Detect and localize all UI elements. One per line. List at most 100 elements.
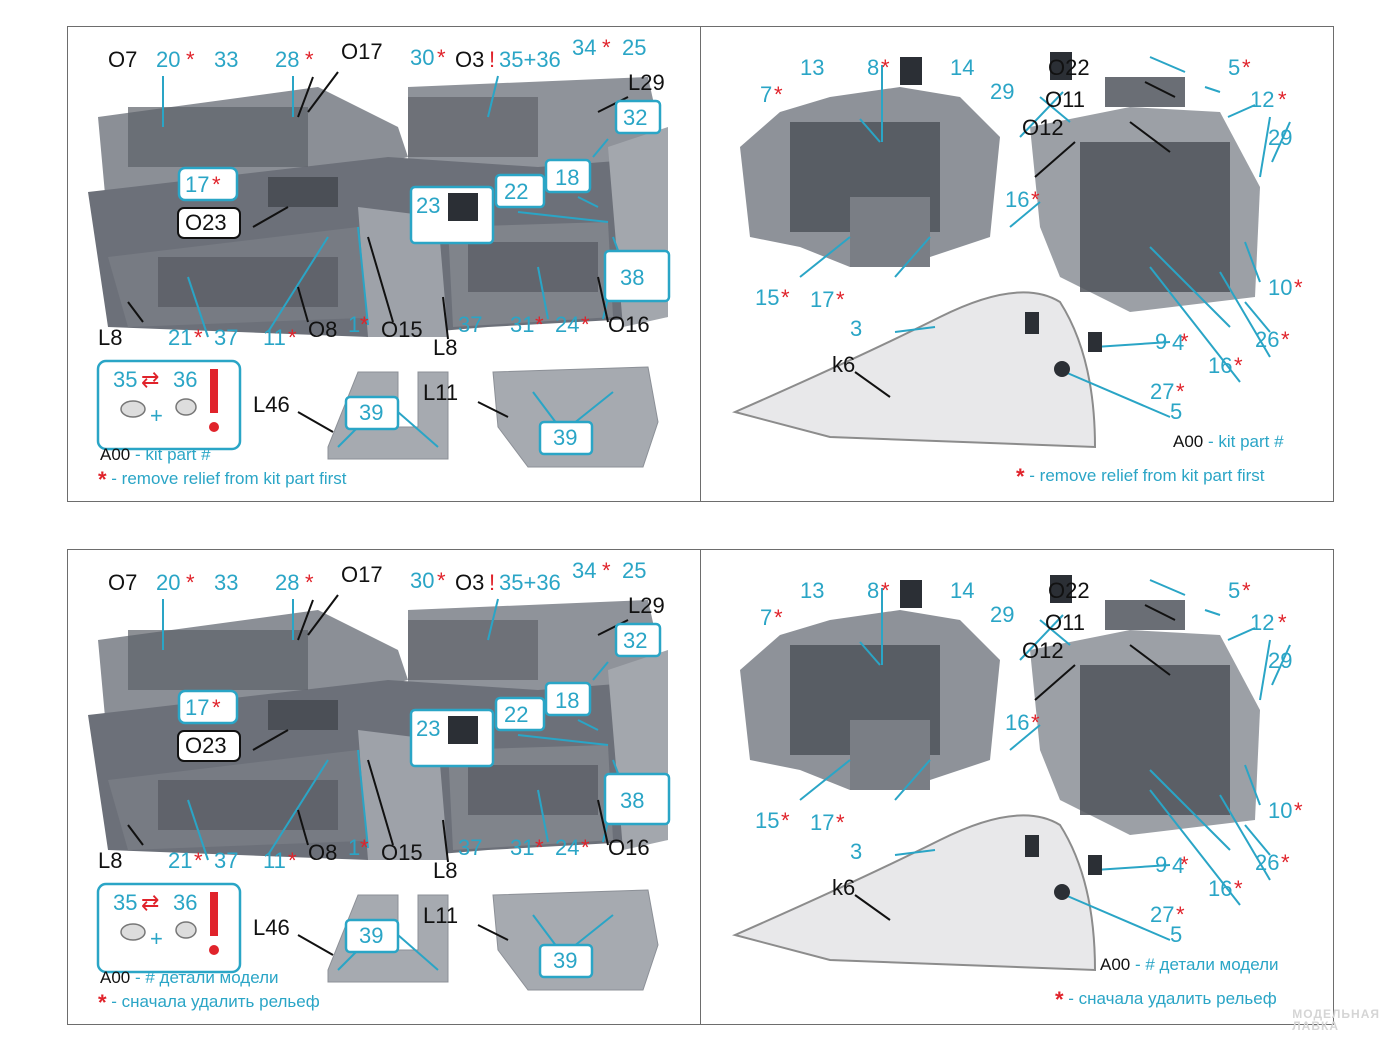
asterisk-mark: * xyxy=(437,568,446,593)
legend-kit-code: A00 xyxy=(1173,432,1204,451)
label-35: 35 xyxy=(113,890,137,915)
label-16: 16 xyxy=(1208,876,1232,901)
label-O15: O15 xyxy=(381,840,423,865)
label-38: 38 xyxy=(620,265,644,290)
asterisk-mark: * xyxy=(194,848,203,873)
indicator-14-thumbnail xyxy=(1050,575,1072,603)
label-12: 12 xyxy=(1250,87,1274,112)
label-25: 25 xyxy=(622,35,646,60)
label-20: 20 xyxy=(156,47,180,72)
legend-kit-part: A00 - kit part # xyxy=(1173,432,1284,452)
label-37: 37 xyxy=(458,312,482,337)
watermark-line: МОДЕЛЬНАЯ xyxy=(1292,1007,1380,1021)
legend-kit-part: A00 - # детали модели xyxy=(100,968,279,988)
label-O23: O23 xyxy=(185,733,227,758)
legend-relief: * - сначала удалить рельеф xyxy=(1055,987,1277,1013)
label-k6: k6 xyxy=(832,352,855,377)
label-O22: O22 xyxy=(1048,578,1090,603)
legend-kit-text: - # детали модели xyxy=(1130,955,1279,974)
label-13: 13 xyxy=(800,55,824,80)
label-9: 9 xyxy=(1155,852,1167,877)
label-4: 4 xyxy=(1172,853,1184,878)
label-O11: O11 xyxy=(1045,87,1085,112)
set1-artwork xyxy=(88,52,1291,468)
label-18: 18 xyxy=(555,165,579,190)
asterisk-mark: * xyxy=(1180,329,1189,354)
l11-part-image xyxy=(492,366,659,468)
label-17: 17 xyxy=(185,172,209,197)
asterisk-mark: * xyxy=(305,47,314,72)
label-31: 31 xyxy=(510,835,534,860)
part-3-thumbnail xyxy=(1025,835,1039,857)
asterisk-mark: * xyxy=(774,605,783,630)
label-39: 39 xyxy=(553,425,577,450)
asterisk-mark: * xyxy=(1294,275,1303,300)
label-17: 17 xyxy=(185,695,209,720)
label-32: 32 xyxy=(623,105,647,130)
label-L29: L29 xyxy=(628,593,665,618)
label-30: 30 xyxy=(410,568,434,593)
label-16: 16 xyxy=(1005,187,1029,212)
asterisk-mark: * xyxy=(1281,327,1290,352)
label-34: 34 xyxy=(572,558,596,583)
label-5: 5 xyxy=(1228,55,1240,80)
asterisk-mark: * xyxy=(535,312,544,337)
part-23-thumbnail xyxy=(448,193,478,221)
legend-relief: * - remove relief from kit part first xyxy=(98,467,347,493)
plus-mark: + xyxy=(150,403,163,428)
asterisk-mark: * xyxy=(836,810,845,835)
label-33: 33 xyxy=(214,570,238,595)
label-L8: L8 xyxy=(98,325,122,350)
label-39: 39 xyxy=(553,948,577,973)
label-L46: L46 xyxy=(253,915,290,940)
indicator-13-thumbnail xyxy=(900,57,922,85)
label-O17: O17 xyxy=(341,562,383,587)
asterisk-mark: * xyxy=(1242,578,1251,603)
label-15: 15 xyxy=(755,285,779,310)
label-37: 37 xyxy=(214,848,238,873)
label-O22: O22 xyxy=(1048,55,1090,80)
asterisk-mark: * xyxy=(186,47,195,72)
label-21: 21 xyxy=(168,848,192,873)
label-23: 23 xyxy=(416,193,440,218)
label-33: 33 xyxy=(214,47,238,72)
legend-relief-text: - remove relief from kit part first xyxy=(1024,466,1265,485)
label-k6: k6 xyxy=(832,875,855,900)
label-O11: O11 xyxy=(1045,610,1085,635)
label-5: 5 xyxy=(1170,399,1182,424)
label-29: 29 xyxy=(1268,648,1292,673)
label-O7: O7 xyxy=(108,570,137,595)
label-35: 35 xyxy=(113,367,137,392)
asterisk-mark: * xyxy=(1278,87,1287,112)
label-29: 29 xyxy=(1268,125,1292,150)
label-22: 22 xyxy=(504,702,528,727)
label-16: 16 xyxy=(1005,710,1029,735)
label-17: 17 xyxy=(810,810,834,835)
label-1: 1 xyxy=(348,312,360,337)
legend-kit-text: - # детали модели xyxy=(130,968,279,987)
label-26: 26 xyxy=(1255,327,1279,352)
asterisk-mark: * xyxy=(1234,876,1243,901)
asterisk-mark: * xyxy=(535,835,544,860)
set2-artwork xyxy=(88,575,1291,991)
asterisk-mark: * xyxy=(1281,850,1290,875)
asterisk-mark: * xyxy=(1016,464,1025,489)
label-3: 3 xyxy=(850,839,862,864)
asterisk-mark: * xyxy=(1031,710,1040,735)
asterisk-mark: * xyxy=(781,285,790,310)
plus-mark: + xyxy=(150,926,163,951)
asterisk-mark: * xyxy=(288,848,297,873)
asterisk-mark: * xyxy=(1176,379,1185,404)
label-O16: O16 xyxy=(608,312,650,337)
asterisk-mark: * xyxy=(1294,798,1303,823)
part-4-thumbnail xyxy=(1088,332,1102,352)
label-L8: L8 xyxy=(433,858,457,883)
label-14: 14 xyxy=(950,578,974,603)
label-L29: L29 xyxy=(628,70,665,95)
label-5: 5 xyxy=(1228,578,1240,603)
label-O12: O12 xyxy=(1022,638,1064,663)
legend-relief-text: - сначала удалить рельеф xyxy=(1063,989,1277,1008)
label-11: 11 xyxy=(263,848,286,873)
cockpit-tub-image xyxy=(88,600,668,860)
asterisk-mark: * xyxy=(1242,55,1251,80)
